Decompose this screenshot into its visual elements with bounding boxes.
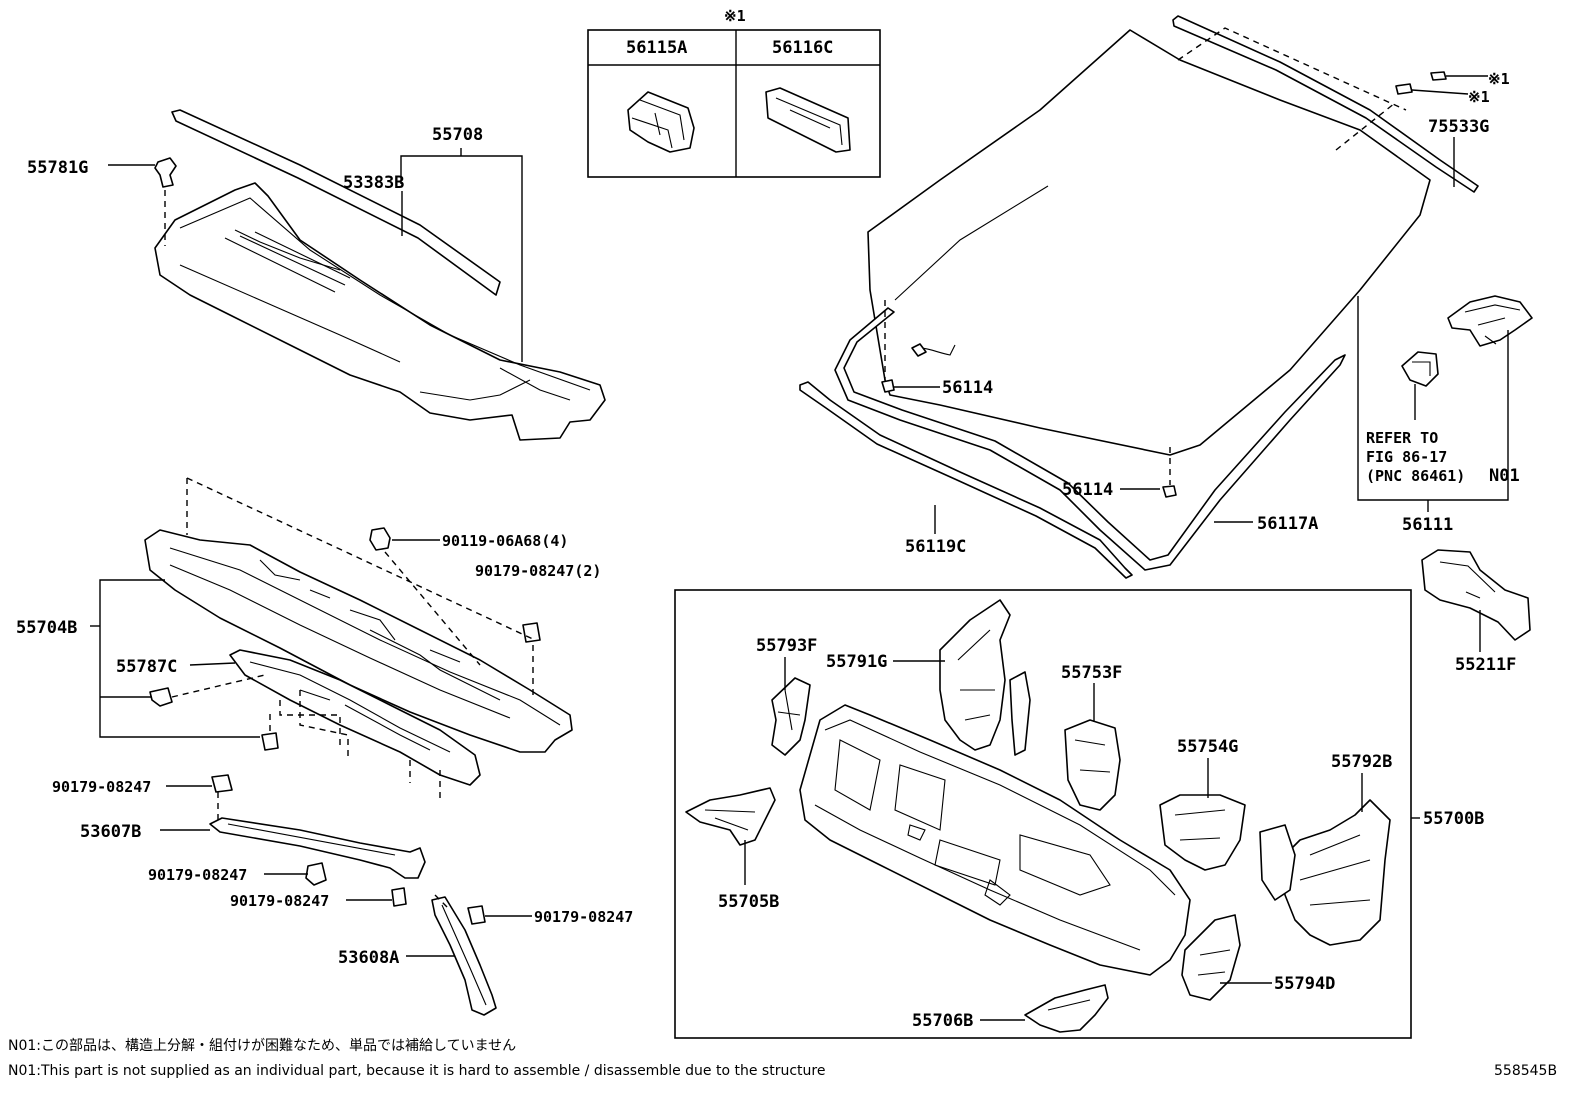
- refer-line-3: (PNC 86461): [1366, 467, 1465, 485]
- note1-marker-b: ※1: [1468, 88, 1490, 106]
- label-55754G: 55754G: [1177, 737, 1238, 757]
- footer-note-english: N01:This part is not supplied as an indi…: [8, 1063, 825, 1079]
- note1-marker-top: ※1: [724, 7, 746, 25]
- label-56111: 56111: [1402, 515, 1453, 535]
- label-55704B: 55704B: [16, 618, 77, 638]
- label-90119-06A68: 90119-06A68(4): [442, 532, 568, 550]
- label-55791G: 55791G: [826, 652, 887, 672]
- label-55211F: 55211F: [1455, 655, 1516, 675]
- label-90179-08247-d: 90179-08247: [534, 908, 633, 926]
- dash-panel-assembly-drawing: [685, 599, 1391, 1033]
- footer-note-japanese: N01:この部品は、構造上分解・組付けが困難なため、単品では補給していません: [8, 1038, 516, 1054]
- figure-id: 558545B: [1494, 1063, 1557, 1079]
- label-56116C: 56116C: [772, 38, 833, 58]
- label-53607B: 53607B: [80, 822, 141, 842]
- cowl-panel-55704B-drawing: [144, 527, 573, 786]
- label-55787C: 55787C: [116, 657, 177, 677]
- label-75533G: 75533G: [1428, 117, 1489, 137]
- label-55794D: 55794D: [1274, 974, 1335, 994]
- label-55792B: 55792B: [1331, 752, 1392, 772]
- refer-line-2: FIG 86-17: [1366, 448, 1447, 466]
- label-55793F: 55793F: [756, 636, 817, 656]
- label-n01: N01: [1489, 466, 1520, 486]
- cowl-braces-drawing: [209, 774, 497, 1016]
- label-55753F: 55753F: [1061, 663, 1122, 683]
- label-90179-08247-2: 90179-08247(2): [475, 562, 601, 580]
- seal-55211F-drawing: [1421, 549, 1531, 641]
- label-53383B: 53383B: [343, 173, 404, 193]
- label-55700B: 55700B: [1423, 809, 1484, 829]
- label-56117A: 56117A: [1257, 514, 1318, 534]
- label-53608A: 53608A: [338, 948, 399, 968]
- label-56115A: 56115A: [626, 38, 687, 58]
- label-55706B: 55706B: [912, 1011, 973, 1031]
- refer-line-1: REFER TO: [1366, 429, 1438, 447]
- label-56119C: 56119C: [905, 537, 966, 557]
- label-55705B: 55705B: [718, 892, 779, 912]
- note1-clip-table: [587, 29, 881, 178]
- note1-marker-a: ※1: [1488, 70, 1510, 88]
- label-90179-08247-c: 90179-08247: [230, 892, 329, 910]
- cowl-top-ventilator-louver-drawing: [154, 109, 606, 441]
- windshield-glass-drawing: [799, 15, 1533, 579]
- label-55781G: 55781G: [27, 158, 88, 178]
- label-56114-upper: 56114: [942, 378, 993, 398]
- label-56114-lower: 56114: [1062, 480, 1113, 500]
- label-55708: 55708: [432, 125, 483, 145]
- label-90179-08247-b: 90179-08247: [148, 866, 247, 884]
- label-90179-08247-a: 90179-08247: [52, 778, 151, 796]
- assembly-55700B-box: [674, 589, 1412, 1039]
